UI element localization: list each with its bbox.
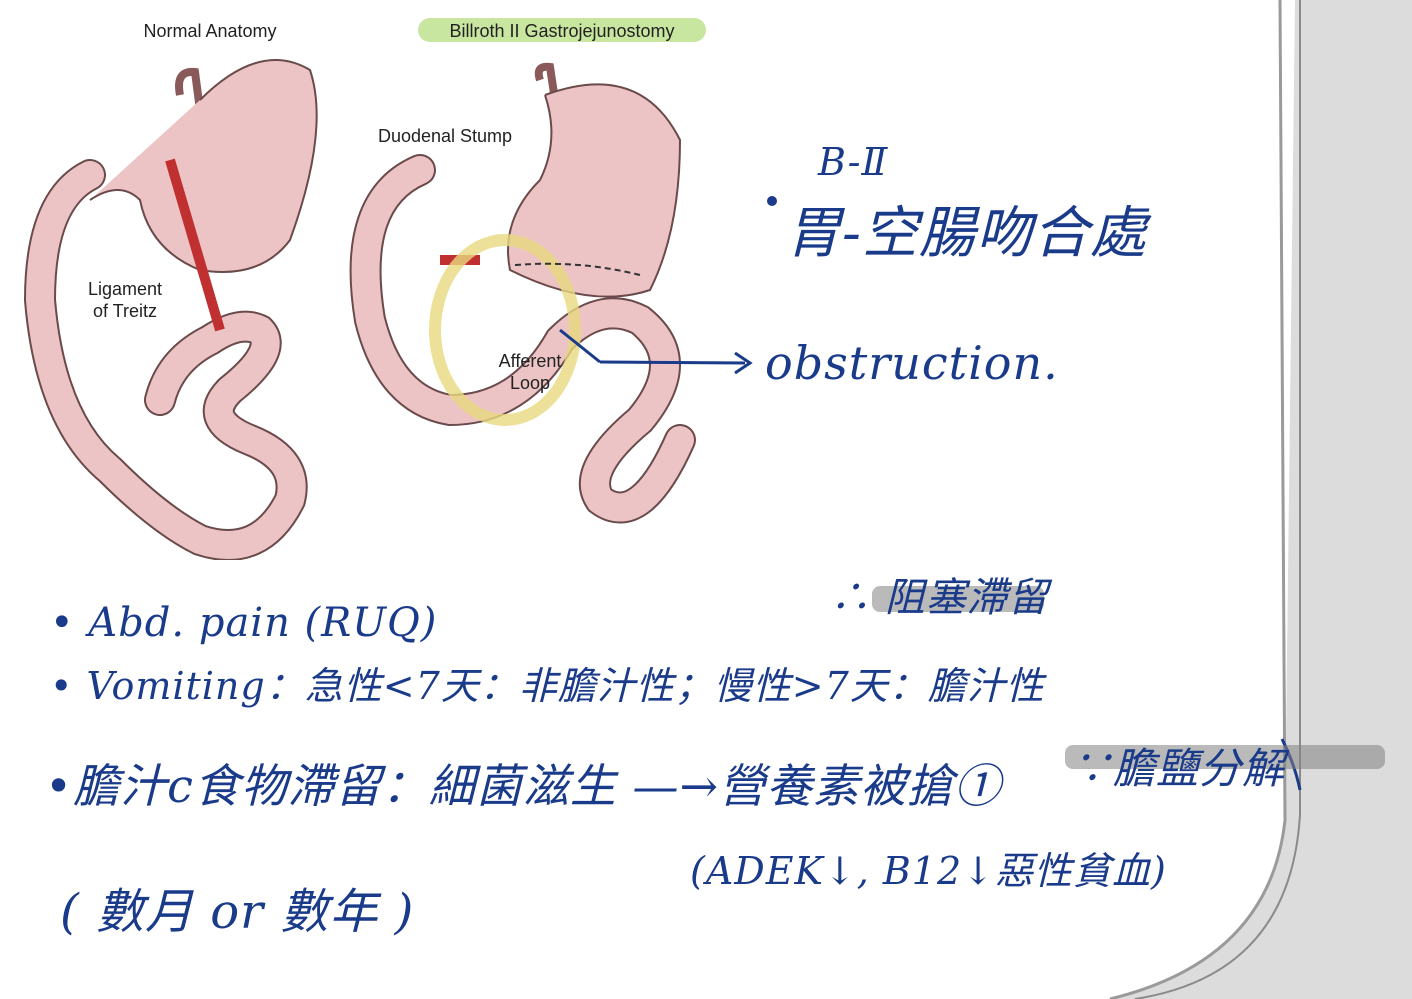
billroth-drawing xyxy=(349,62,696,524)
stasis-highlight xyxy=(872,586,1044,612)
afferent-loop-label: Afferent Loop xyxy=(498,351,562,393)
bii-abbrev: B-Ⅱ xyxy=(818,140,889,184)
bile-food-note: •膽汁c食物滯留：細菌滋生 —→營養素被搶① xyxy=(45,759,1002,813)
duration-note: ( 數月 or 數年 ) xyxy=(60,884,415,940)
normal-anatomy-drawing xyxy=(23,59,318,560)
afferent-loop-highlight xyxy=(429,234,581,426)
bii-desc: 胃-空腸吻合處 xyxy=(785,201,1147,266)
billroth-label-highlight xyxy=(418,18,706,42)
bile-salt-highlight xyxy=(1065,745,1385,769)
vomiting-note: • Vomiting：急性<7天：非膽汁性；慢性>7天：膽汁性 xyxy=(50,664,1045,708)
pain-note: • Abd. pain (RUQ) xyxy=(50,600,438,646)
stasis-note: ∴ 阻塞滯留 xyxy=(830,575,1049,621)
duodenal-stump-label: Duodenal Stump xyxy=(377,126,513,146)
billroth-label: Billroth II Gastrojejunostomy xyxy=(449,21,675,41)
anatomy-illustration xyxy=(23,59,696,560)
ligament-label: Ligament of Treitz xyxy=(87,279,163,321)
bile-salt-note: ∵膽鹽分解 xyxy=(1070,744,1286,793)
normal-anatomy-label: Normal Anatomy xyxy=(143,21,277,41)
deficiency-note: (ADEK↓, B12↓惡性貧血) xyxy=(690,849,1167,893)
obstruction-note: obstruction. xyxy=(765,336,1059,390)
